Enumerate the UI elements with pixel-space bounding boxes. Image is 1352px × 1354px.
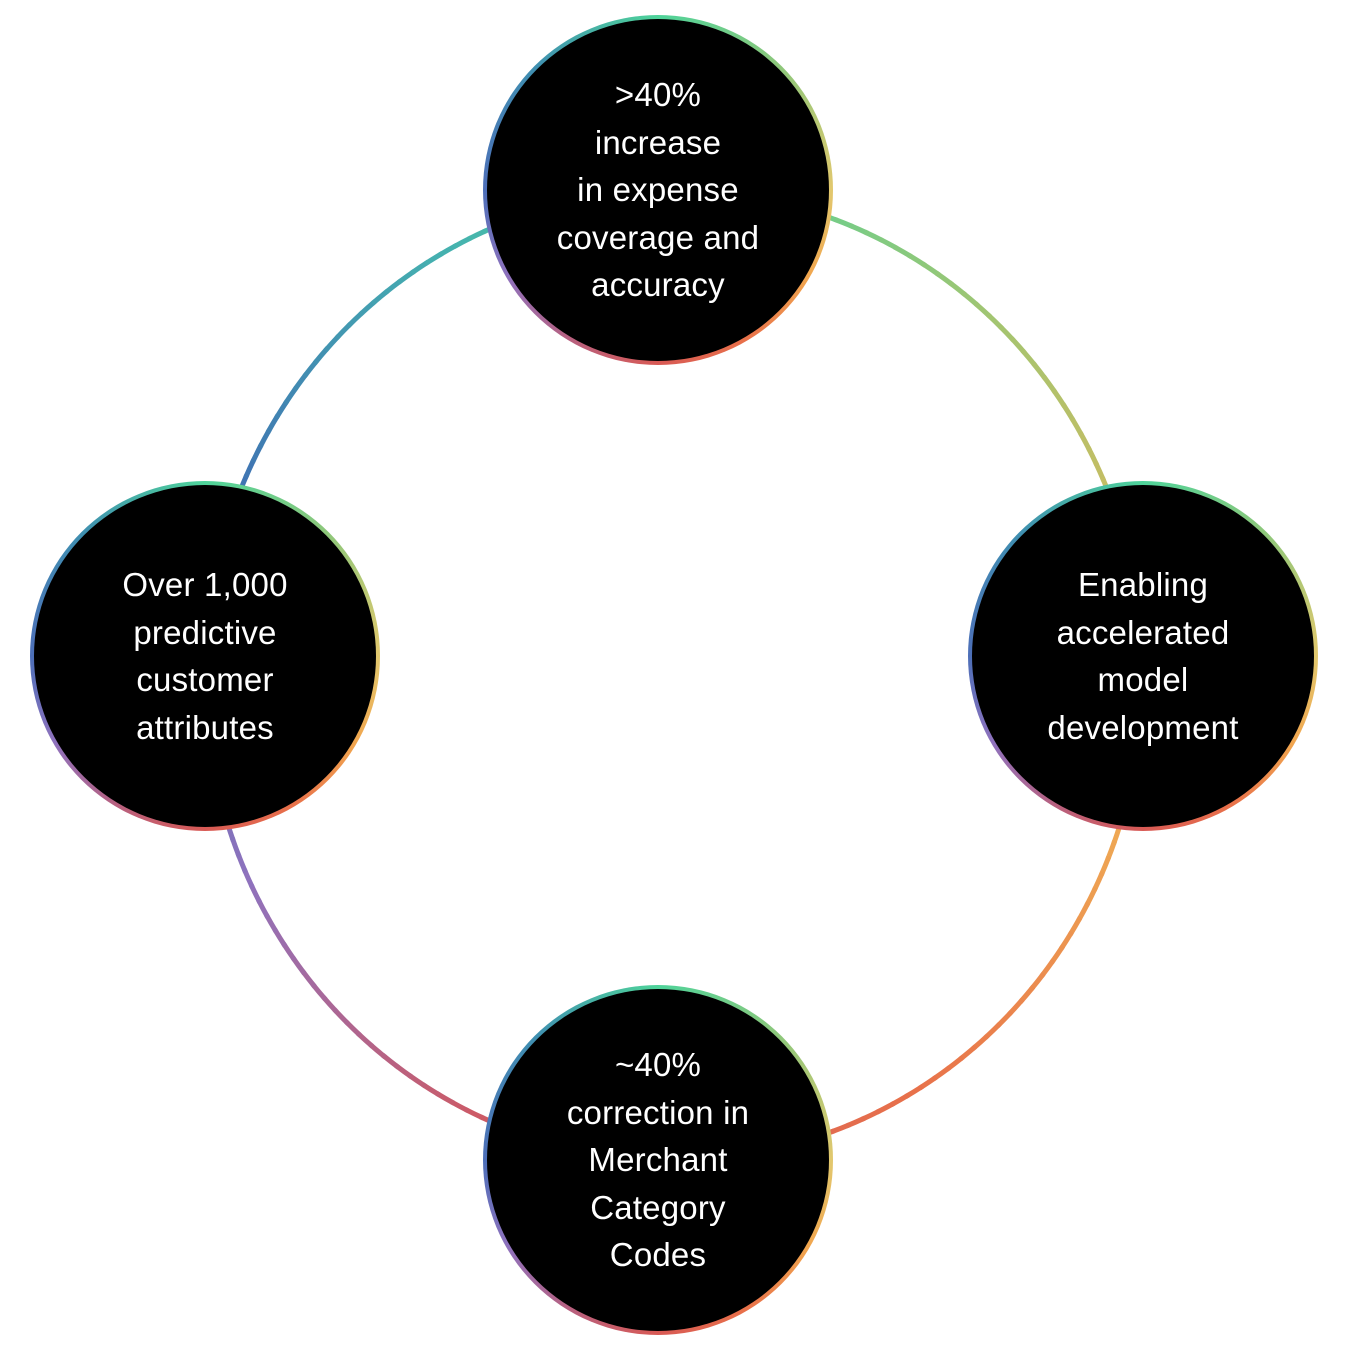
node-fill: ~40% correction in Merchant Category Cod… [487, 989, 829, 1331]
node-fill: >40% increase in expense coverage and ac… [487, 19, 829, 361]
node-label: Enabling accelerated model development [1047, 566, 1239, 746]
node-model-development: Enabling accelerated model development [968, 481, 1318, 831]
node-customer-attributes: Over 1,000 predictive customer attribute… [30, 481, 380, 831]
node-fill: Over 1,000 predictive customer attribute… [34, 485, 376, 827]
node-merchant-codes: ~40% correction in Merchant Category Cod… [483, 985, 833, 1335]
node-label: Over 1,000 predictive customer attribute… [122, 566, 288, 746]
node-label: >40% increase in expense coverage and ac… [556, 76, 760, 304]
node-expense-coverage: >40% increase in expense coverage and ac… [483, 15, 833, 365]
node-label: ~40% correction in Merchant Category Cod… [566, 1046, 750, 1274]
node-fill: Enabling accelerated model development [972, 485, 1314, 827]
